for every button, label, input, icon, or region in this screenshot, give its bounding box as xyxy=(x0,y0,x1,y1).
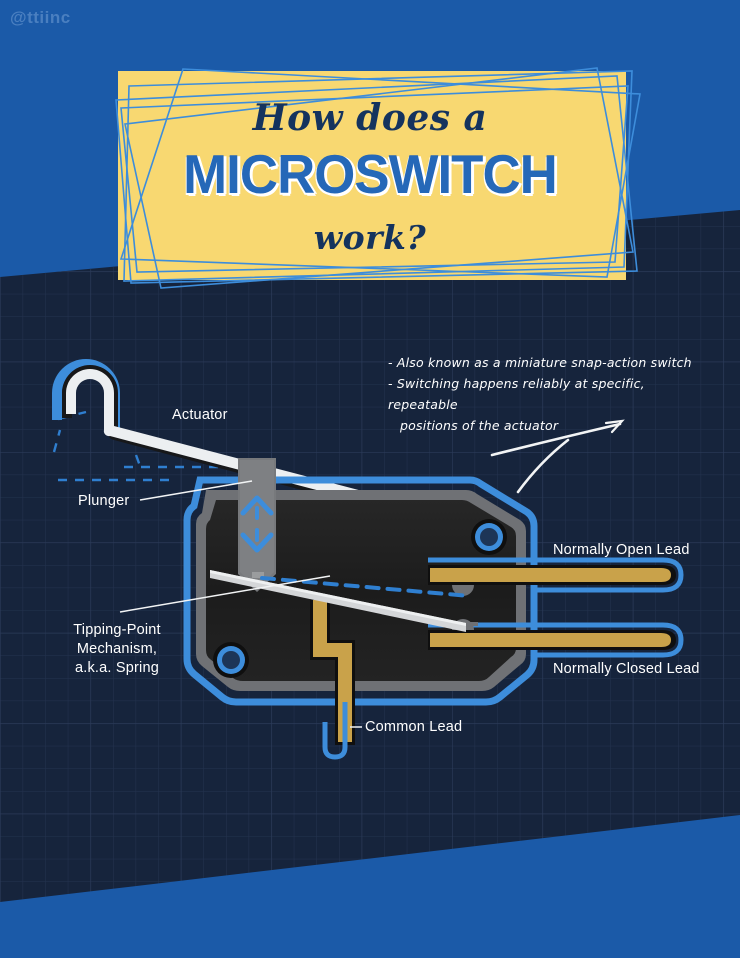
note-item-3: positions of the actuator xyxy=(400,418,559,433)
label-tipping-point-mechanism: Tipping-Point Mechanism, a.k.a. Spring xyxy=(73,622,161,676)
label-normally-open-lead: Normally Open Lead xyxy=(553,542,690,558)
label-common-lead: Common Lead xyxy=(365,719,463,735)
notes-block: - Also known as a miniature snap-action … xyxy=(388,352,698,436)
watermark: @ttiinc xyxy=(10,8,71,27)
note-pointer-arrow xyxy=(490,419,625,494)
label-actuator: Actuator xyxy=(172,407,228,423)
bottom-blue-band xyxy=(0,815,740,958)
title-card-panel xyxy=(118,71,626,280)
note-item-1: - Also known as a miniature snap-action … xyxy=(388,355,692,370)
normally-closed-lead xyxy=(428,619,684,658)
title-line-top: How does a xyxy=(252,97,488,139)
mounting-hole-top-right xyxy=(471,519,507,555)
switch-body-shell xyxy=(183,476,538,706)
title-frame-sketch xyxy=(115,67,641,289)
mounting-hole-bottom-left xyxy=(213,642,249,678)
plunger xyxy=(238,458,276,592)
common-lead xyxy=(300,597,355,760)
label-plunger: Plunger xyxy=(78,493,130,509)
label-normally-closed-lead: Normally Closed Lead xyxy=(553,661,700,677)
note-item-2: - Switching happens reliably at specific… xyxy=(388,376,650,412)
normally-open-lead xyxy=(428,557,684,596)
page-title: MICROSWITCH xyxy=(183,143,558,205)
title-line-bottom: work? xyxy=(313,218,427,257)
leader-lines xyxy=(119,480,362,728)
